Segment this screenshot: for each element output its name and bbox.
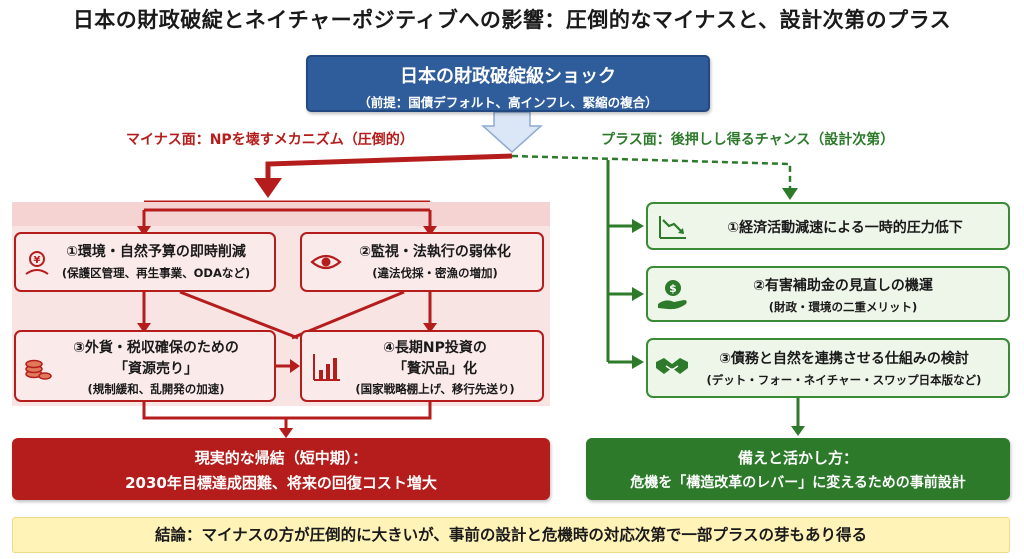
minus-box-3-sub: (規制緩和、乱開発の加速) bbox=[87, 382, 225, 396]
minus-result-box: 現実的な帰結（短中期）： 2030年目標達成困難、将来の回復コスト増大 bbox=[12, 438, 550, 500]
plus-box-1: ①経済活動減速による一時的圧力低下 bbox=[646, 202, 1010, 250]
minus-box-1-title: ①環境・自然予算の即時削減 bbox=[66, 244, 246, 260]
plus-box-2: $ ②有害補助金の見直しの機運 (財政・環境の二重メリット) bbox=[646, 266, 1010, 322]
coins-icon bbox=[25, 359, 52, 380]
conclusion-banner: 結論：マイナスの方が圧倒的に大きいが、事前の設計と危機時の対応次第で一部プラスの… bbox=[12, 517, 1010, 553]
trend-down-icon bbox=[659, 216, 686, 239]
minus-box-3: ③外貨・税収確保のための 「資源売り」 (規制緩和、乱開発の加速) bbox=[14, 330, 276, 402]
shock-title: 日本の財政破綻級ショック bbox=[400, 66, 616, 87]
shock-box: 日本の財政破綻級ショック （前提：国債デフォルト、高インフレ、緊縮の複合） bbox=[306, 55, 710, 112]
minus-result-line1: 現実的な帰結（短中期）： bbox=[194, 449, 368, 467]
plus-box-3-title: ③債務と自然を連携させる仕組みの検討 bbox=[719, 351, 969, 367]
minus-box-1: ¥ ①環境・自然予算の即時削減 (保護区管理、再生事業、ODAなど) bbox=[14, 232, 276, 292]
minus-result-line2: 2030年目標達成困難、将来の回復コスト増大 bbox=[125, 474, 437, 492]
minus-box-2-title: ②監視・法執行の弱体化 bbox=[359, 244, 511, 260]
plus-result-line1: 備えと活かし方： bbox=[737, 449, 858, 467]
plus-box-3: ③債務と自然を連携させる仕組みの検討 (デット・フォー・ネイチャー・スワップ日本… bbox=[646, 338, 1010, 398]
plus-box-2-title: ②有害補助金の見直しの機運 bbox=[753, 278, 933, 294]
bar-chart-icon bbox=[313, 354, 340, 381]
plus-box-2-sub: (財政・環境の二重メリット) bbox=[768, 300, 918, 314]
plus-result-line2: 危機を「構造改革のレバー」に変えるための事前設計 bbox=[630, 475, 966, 491]
minus-box-1-sub: (保護区管理、再生事業、ODAなど) bbox=[61, 266, 251, 280]
plus-heading: プラス面：後押しし得るチャンス（設計次第） bbox=[601, 132, 895, 148]
minus-box-3-title2: 「資源売り」 bbox=[114, 361, 198, 377]
svg-text:$: $ bbox=[669, 282, 677, 295]
minus-box-4: ④長期NP投資の 「贅沢品」化 (国家戦略棚上げ、移行先送り) bbox=[300, 330, 544, 402]
minus-band bbox=[12, 202, 550, 226]
minus-heading: マイナス面：NPを壊すメカニズム（圧倒的） bbox=[126, 132, 414, 148]
plus-main-connector bbox=[511, 154, 792, 190]
page-title: 日本の財政破綻とネイチャーポジティブへの影響：圧倒的なマイナスと、設計次第のプラ… bbox=[72, 8, 952, 32]
shock-down-arrow bbox=[481, 111, 543, 154]
plus-box-3-sub: (デット・フォー・ネイチャー・スワップ日本版など) bbox=[706, 373, 982, 387]
plus-result-box: 備えと活かし方： 危機を「構造改革のレバー」に変えるための事前設計 bbox=[586, 438, 1010, 500]
minus-box-2: ②監視・法執行の弱体化 (違法伐採・密漁の増加) bbox=[300, 232, 544, 292]
minus-main-connector bbox=[265, 153, 513, 178]
minus-box-4-title2: 「贅沢品」化 bbox=[393, 361, 477, 377]
minus-box-2-sub: (違法伐採・密漁の増加) bbox=[372, 266, 498, 280]
handshake-icon bbox=[656, 358, 688, 374]
minus-box-4-sub: (国家戦略棚上げ、移行先送り) bbox=[355, 382, 515, 396]
eye-icon bbox=[310, 254, 342, 270]
yen-plant-icon: ¥ bbox=[25, 251, 49, 275]
plus-box-1-title: ①経済活動減速による一時的圧力低下 bbox=[727, 220, 963, 236]
shock-subtitle: （前提：国債デフォルト、高インフレ、緊縮の複合） bbox=[358, 95, 658, 110]
minus-main-arrowhead bbox=[254, 178, 282, 198]
minus-box-3-title: ③外貨・税収確保のための bbox=[73, 340, 239, 356]
svg-text:¥: ¥ bbox=[34, 255, 41, 266]
minus-box-4-title: ④長期NP投資の bbox=[383, 340, 487, 356]
hand-dollar-icon: $ bbox=[658, 280, 687, 310]
